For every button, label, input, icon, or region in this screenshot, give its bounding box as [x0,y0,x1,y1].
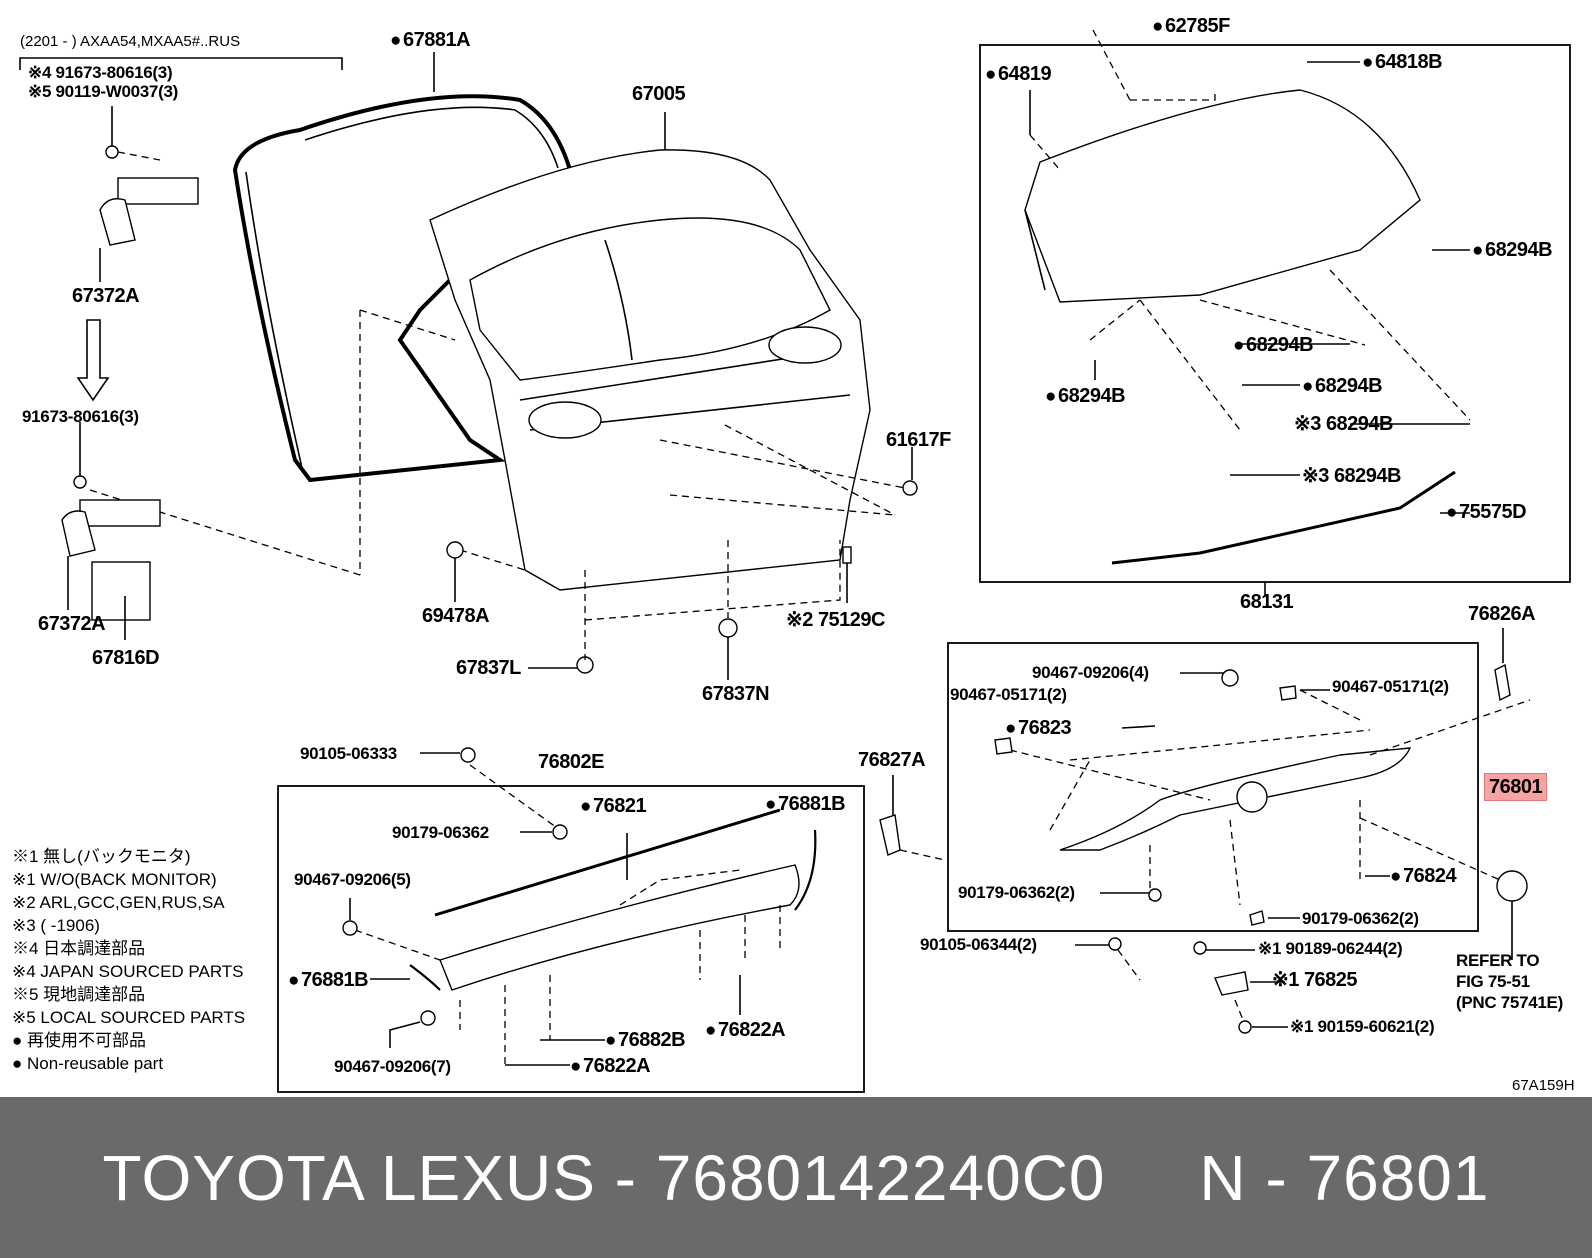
callout-90467-09206-5[interactable]: 90467-09206(5) [294,870,411,889]
callout-68294B-b[interactable]: 68294B [1233,335,1314,355]
callout-75575D[interactable]: 75575D [1446,502,1527,522]
note4-part: ※4 91673-80616(3) [28,63,173,82]
callout-76881B-a[interactable]: 76881B [765,794,846,814]
callout-67881A[interactable]: 67881A [390,30,471,50]
callout-76823[interactable]: 76823 [1005,718,1072,738]
callout-90179-06362-a[interactable]: 90179-06362(2) [958,883,1075,902]
callout-76822A-b[interactable]: 76822A [570,1056,651,1076]
callout-76824[interactable]: 76824 [1390,866,1457,886]
callout-69478A[interactable]: 69478A [422,605,490,627]
callout-76881B-b[interactable]: 76881B [288,970,369,990]
callout-61617F[interactable]: 61617F [886,429,951,451]
callout-67372A-bottom[interactable]: 67372A [38,613,106,635]
refer-to-label: REFER TO [1456,951,1540,970]
part-number-title: TOYOTA LEXUS - 7680142240C0 N - 76801 [102,1141,1490,1214]
callout-76882B[interactable]: 76882B [605,1030,686,1050]
callout-76827A[interactable]: 76827A [858,749,926,771]
callout-67837L[interactable]: 67837L [456,657,521,679]
callout-64818B[interactable]: 64818B [1362,52,1443,72]
callout-90179-06362[interactable]: 90179-06362 [392,823,489,842]
callout-90179-06362-b[interactable]: 90179-06362(2) [1302,909,1419,928]
callout-67372A-top[interactable]: 67372A [72,285,140,307]
legend-line: ● 再使用不可部品 [12,1031,146,1050]
callout-68294B-f[interactable]: ※3 68294B [1302,465,1402,487]
footer-bar: TOYOTA LEXUS - 7680142240C0 N - 76801 [0,1097,1592,1258]
callout-67816D[interactable]: 67816D [92,647,160,669]
callout-90105-06344[interactable]: 90105-06344(2) [920,935,1037,954]
callout-76801-highlighted[interactable]: 76801 [1484,773,1548,801]
figure-id: 67A159H [1512,1077,1575,1094]
callout-75129C[interactable]: ※2 75129C [786,609,886,631]
refer-pnc-label: (PNC 75741E) [1456,993,1563,1012]
parts-diagram: (2201 - ) AXAA54,MXAA5#..RUS ※4 91673-80… [0,0,1592,1097]
callout-90189-06244[interactable]: ※1 90189-06244(2) [1258,939,1403,958]
callout-76821[interactable]: 76821 [580,796,647,816]
callout-64819[interactable]: 64819 [985,64,1052,84]
legend-line: ※4 日本調達部品 [12,939,146,958]
callout-76822A-a[interactable]: 76822A [705,1020,786,1040]
callout-90467-09206-7[interactable]: 90467-09206(7) [334,1057,451,1076]
diagram-drawing [19,29,1571,1093]
legend-line: ※1 W/O(BACK MONITOR) [12,870,217,889]
callout-76826A[interactable]: 76826A [1468,603,1536,625]
legend-line: ※2 ARL,GCC,GEN,RUS,SA [12,893,225,912]
callout-68294B-a[interactable]: 68294B [1472,240,1553,260]
callout-67837N[interactable]: 67837N [702,683,770,705]
callout-90467-05171-a[interactable]: 90467-05171(2) [950,685,1067,704]
callout-91673-80616[interactable]: 91673-80616(3) [22,407,139,426]
legend-line: ※1 無し(バックモニタ) [12,847,191,866]
callout-76825[interactable]: ※1 76825 [1272,969,1358,991]
callout-76802E[interactable]: 76802E [538,751,604,773]
legend-line: ※5 現地調達部品 [12,985,146,1004]
callout-68294B-d[interactable]: 68294B [1302,376,1383,396]
legend-line: ※4 JAPAN SOURCED PARTS [12,962,244,981]
callout-90105-06333[interactable]: 90105-06333 [300,744,397,763]
legend: ※1 無し(バックモニタ) ※1 W/O(BACK MONITOR) ※2 AR… [12,848,245,1072]
callout-62785F[interactable]: 62785F [1152,16,1230,36]
callout-90467-05171-b[interactable]: 90467-05171(2) [1332,677,1449,696]
callout-68131[interactable]: 68131 [1240,591,1294,613]
callout-68294B-e[interactable]: ※3 68294B [1294,413,1394,435]
applicability-header: (2201 - ) AXAA54,MXAA5#..RUS [20,33,241,50]
callout-90467-09206-4[interactable]: 90467-09206(4) [1032,663,1149,682]
callout-67005[interactable]: 67005 [632,83,686,105]
legend-line: ● Non-reusable part [12,1054,164,1073]
refer-fig-label[interactable]: FIG 75-51 [1456,972,1530,991]
legend-line: ※3 ( -1906) [12,916,100,935]
callout-90159-60621[interactable]: ※1 90159-60621(2) [1290,1017,1435,1036]
note5-part: ※5 90119-W0037(3) [28,82,178,101]
legend-line: ※5 LOCAL SOURCED PARTS [12,1008,246,1027]
callout-68294B-c[interactable]: 68294B [1045,386,1126,406]
